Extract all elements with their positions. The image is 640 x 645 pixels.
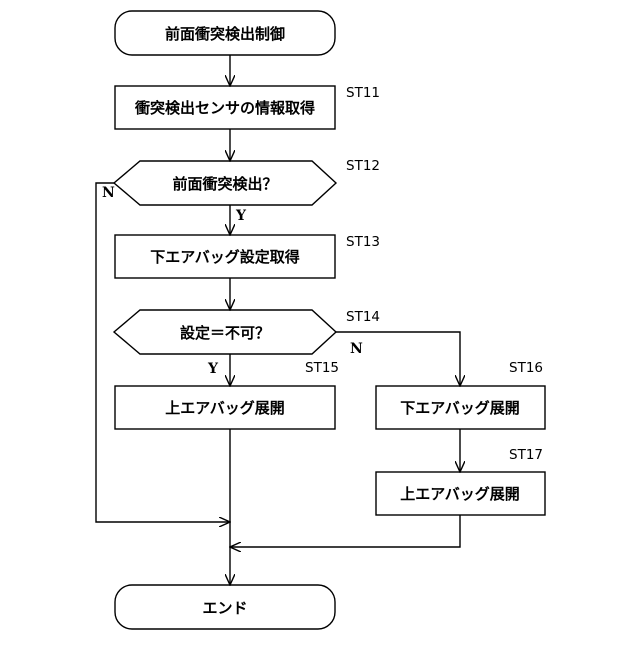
step-st13: 下エアバッグ設定取得 ST13 xyxy=(115,234,380,278)
step-st15: 上エアバッグ展開 ST15 xyxy=(115,360,339,429)
start-terminal: 前面衝突検出制御 xyxy=(115,11,335,55)
step-st16-label: 下エアバッグ展開 xyxy=(400,399,519,417)
step-st17-label: 上エアバッグ展開 xyxy=(400,485,519,503)
step-st14-id: ST14 xyxy=(346,309,380,325)
end-terminal-label: エンド xyxy=(202,599,247,617)
st12-no-label: N xyxy=(102,185,115,201)
step-st12-id: ST12 xyxy=(346,158,380,174)
arrow-st17-merge xyxy=(230,515,460,547)
decision-st12-label: 前面衝突検出？ xyxy=(172,175,277,193)
decision-st12: 前面衝突検出？ ST12 Y N xyxy=(102,158,380,224)
step-st15-label: 上エアバッグ展開 xyxy=(165,399,284,417)
decision-st14-label: 設定＝不可？ xyxy=(180,324,270,342)
step-st17-id: ST17 xyxy=(509,447,543,463)
step-st11: 衝突検出センサの情報取得 ST11 xyxy=(115,85,380,129)
st14-no-label: N xyxy=(350,341,363,357)
step-st13-label: 下エアバッグ設定取得 xyxy=(150,248,299,266)
step-st13-id: ST13 xyxy=(346,234,380,250)
st12-yes-label: Y xyxy=(235,208,247,224)
step-st16-id: ST16 xyxy=(509,360,543,376)
st14-yes-label: Y xyxy=(207,361,219,377)
end-terminal: エンド xyxy=(115,585,335,629)
step-st11-label: 衝突検出センサの情報取得 xyxy=(134,99,315,117)
start-terminal-label: 前面衝突検出制御 xyxy=(165,25,285,43)
step-st11-id: ST11 xyxy=(346,85,380,101)
step-st15-id: ST15 xyxy=(305,360,339,376)
decision-st14: 設定＝不可？ ST14 Y N xyxy=(114,309,380,377)
